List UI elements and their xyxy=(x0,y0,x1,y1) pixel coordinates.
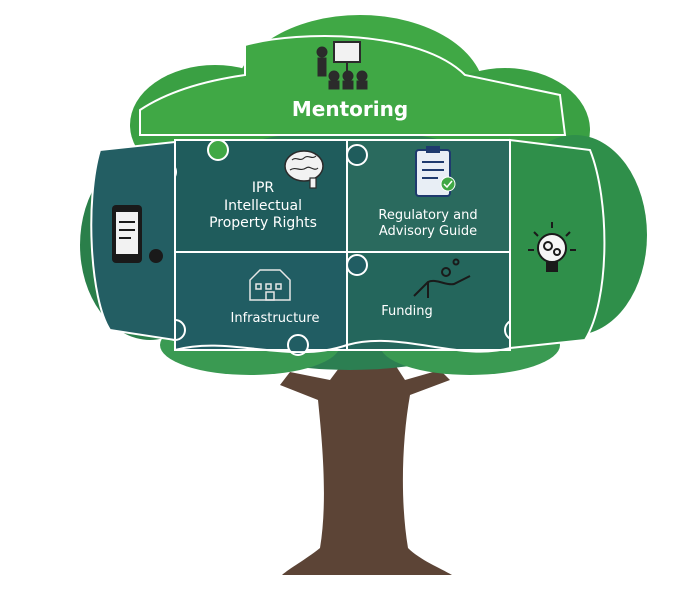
smartphone-document-icon xyxy=(112,205,163,263)
regulatory-label: Regulatory and Advisory Guide xyxy=(378,208,478,240)
lightbulb-gears-icon xyxy=(528,222,576,272)
infrastructure-label: Infrastructure xyxy=(230,311,320,326)
presenter-icon xyxy=(316,41,368,90)
mentoring-label: Mentoring xyxy=(291,97,409,121)
brain-icon xyxy=(284,150,324,189)
ipr-label: IPR Intellectual Property Rights xyxy=(209,180,317,231)
tree-trunk xyxy=(280,360,452,575)
funding-label: Funding xyxy=(381,304,433,319)
building-icon xyxy=(249,269,291,301)
clipboard-checklist-icon xyxy=(415,146,456,197)
puzzle-grid xyxy=(155,139,526,356)
hand-coins-icon xyxy=(413,258,471,298)
